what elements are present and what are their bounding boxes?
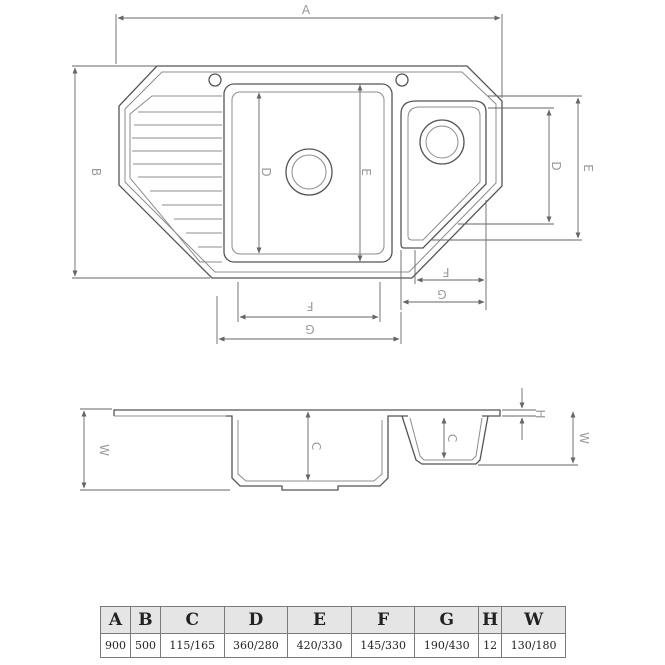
value-cell: 145/330 [350,633,416,658]
label-e-small: E [581,164,595,172]
top-view: A B D E D E F G F [72,3,595,344]
value-cell: 900 [100,633,131,658]
side-view: W C C H W [80,388,591,491]
value-cell: 12 [478,633,503,658]
label-b: B [89,168,103,176]
main-bowl-section [226,415,408,491]
label-f-small: F [442,265,449,279]
dimension-table-value-row: 900 500 115/165 360/280 420/330 145/330 … [100,633,566,658]
header-cell: D [223,606,289,634]
label-w-right: W [577,432,591,444]
header-cell: F [350,606,416,634]
small-bowl [400,100,487,249]
label-g-small: G [437,287,446,301]
label-a: A [302,3,311,17]
dimension-table-header-row: A B C D E F G H W [100,606,566,634]
label-e-main: E [359,168,373,176]
header-cell: G [414,606,480,634]
tap-hole-left [208,73,222,87]
header-cell: B [129,606,161,634]
drainboard [129,95,222,263]
header-cell: C [159,606,225,634]
tap-hole-right [395,73,409,87]
value-cell: 115/165 [159,633,225,658]
header-cell: W [501,606,566,634]
label-c-small: C [445,434,459,442]
label-f-main: F [306,299,313,313]
label-d-small: D [549,161,563,170]
header-cell: H [478,606,503,634]
label-w-left: W [97,444,111,456]
label-c-main: C [309,442,323,450]
header-cell: A [100,606,131,634]
value-cell: 360/280 [223,633,289,658]
label-h: H [533,409,547,418]
label-g-main: G [305,322,314,336]
small-drain [419,119,465,165]
small-bowl-section [401,415,489,465]
dimension-table: A B C D E F G H W 900 500 115/165 360/28… [100,606,566,658]
main-bowl [223,83,393,263]
value-cell: 130/180 [501,633,566,658]
sink-outer-outline [118,65,503,279]
main-drain [285,148,333,196]
value-cell: 500 [129,633,161,658]
value-cell: 420/330 [287,633,352,658]
value-cell: 190/430 [414,633,480,658]
label-d-main: D [259,167,273,176]
header-cell: E [287,606,352,634]
sink-inner-rim [124,71,497,273]
